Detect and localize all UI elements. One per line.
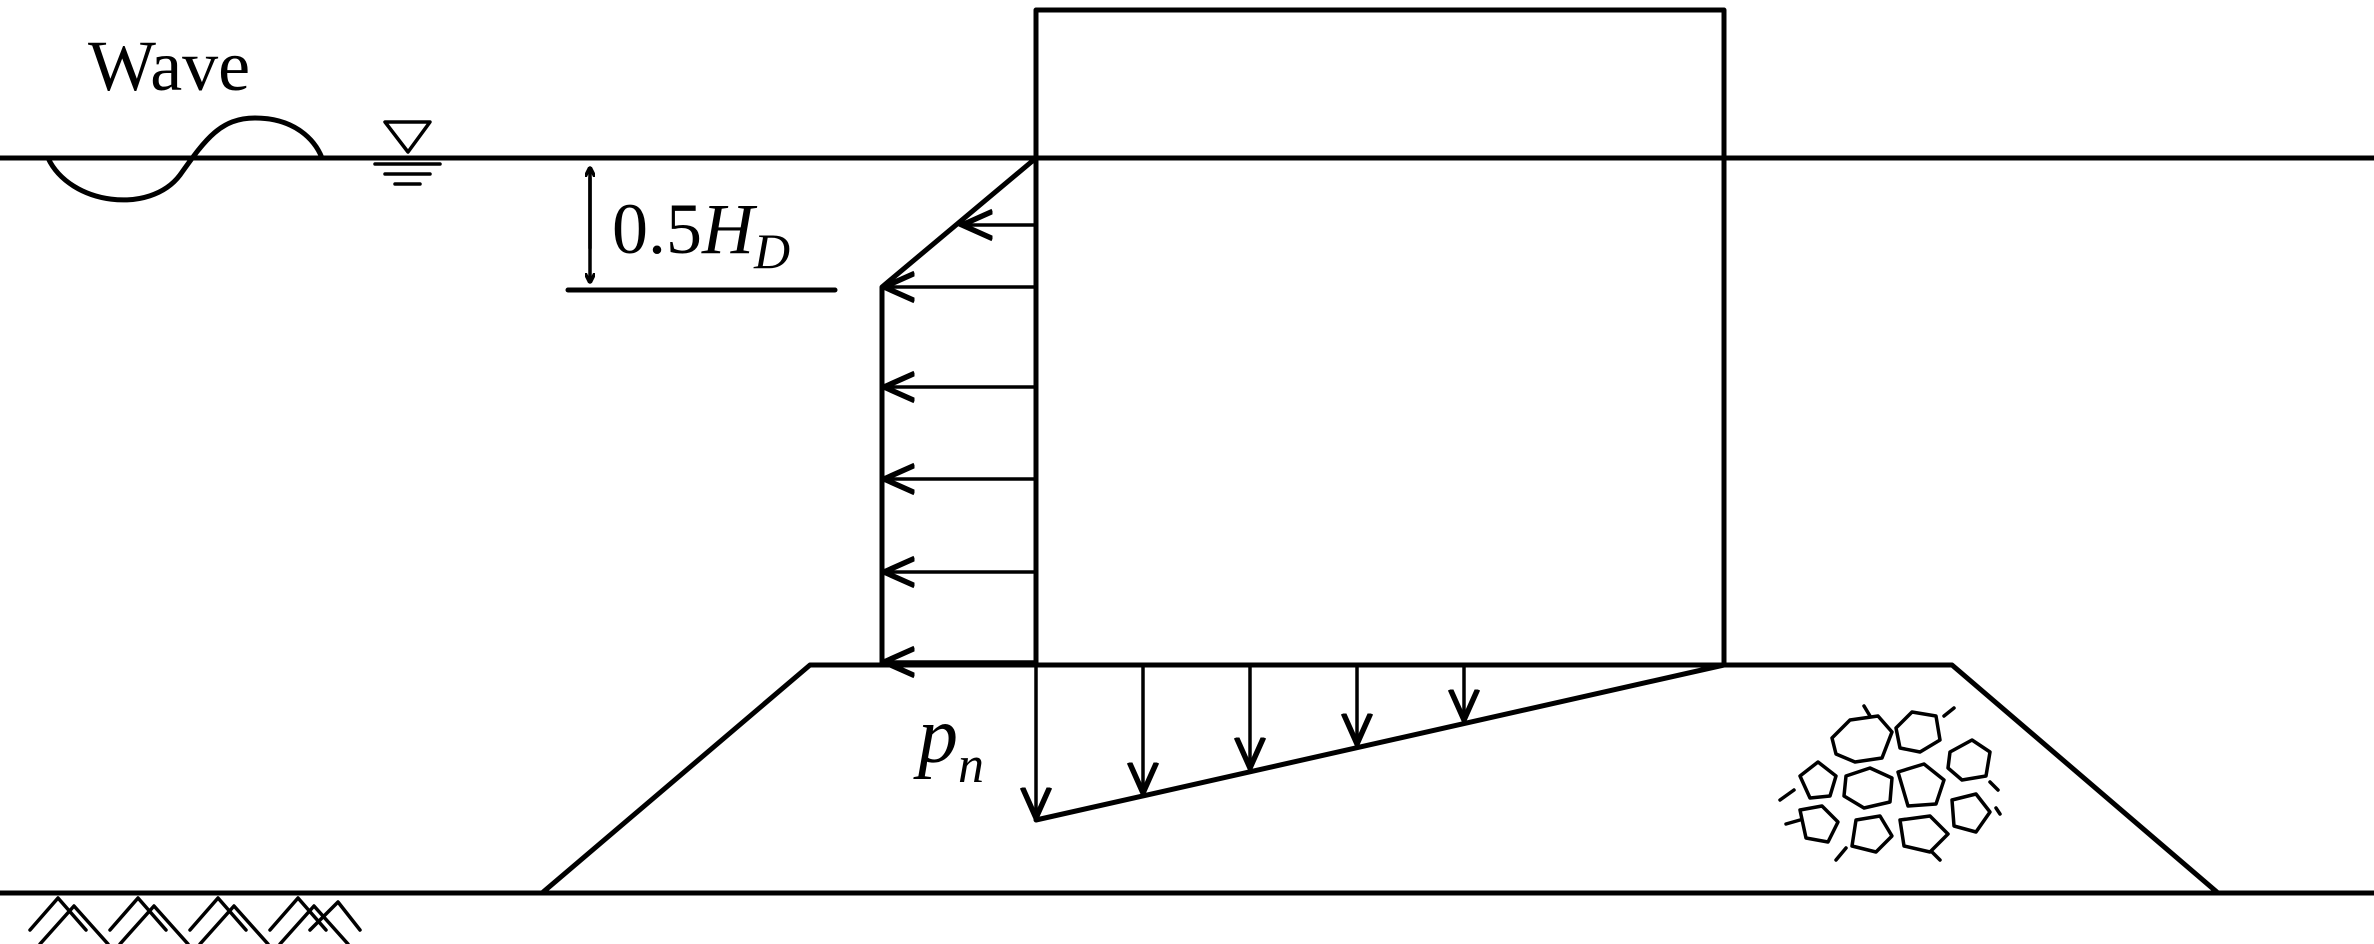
caisson-block bbox=[1033, 7, 1727, 668]
rubble-mound-outline bbox=[539, 662, 2221, 896]
water-level-symbol bbox=[373, 120, 442, 186]
horizontal-pressure-arrows bbox=[884, 225, 1036, 662]
uplift-pressure-arrows bbox=[1036, 665, 1464, 818]
uplift-pressure-envelope bbox=[1033, 662, 1727, 823]
depth-label: 0.5HD bbox=[612, 189, 790, 279]
seabed-hatch bbox=[28, 896, 362, 944]
horizontal-pressure-envelope bbox=[879, 155, 1039, 668]
uplift-pressure-label: pn bbox=[913, 692, 984, 794]
wave-label: Wave bbox=[88, 26, 250, 106]
rubble-stones-icon bbox=[1778, 704, 2002, 862]
wave-curve bbox=[45, 115, 325, 203]
